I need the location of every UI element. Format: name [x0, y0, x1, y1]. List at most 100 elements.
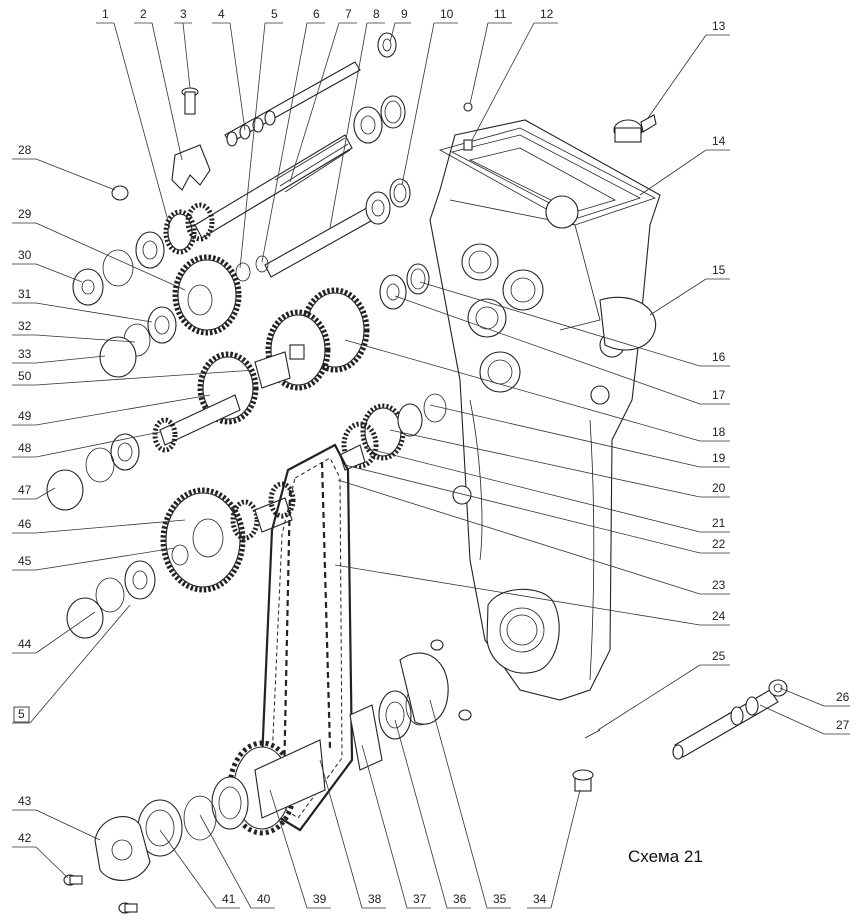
gearbox-housing	[429, 102, 661, 701]
callout-leader-line	[261, 22, 308, 263]
callout-label-c4: 4	[218, 7, 225, 21]
callout-leader-line	[334, 564, 701, 626]
callout-label-c48: 48	[18, 441, 32, 455]
callout-leader-line	[329, 22, 368, 229]
callout-label-c43: 43	[18, 794, 32, 808]
right-small-parts	[572, 679, 788, 792]
callout-leader-line	[35, 355, 106, 364]
callout-label-c1: 1	[102, 7, 109, 21]
diagram-caption: Схема 21	[628, 847, 703, 866]
callout-leader-line	[649, 278, 707, 316]
callout-label-c13: 13	[712, 19, 726, 33]
callout-leader-line	[35, 334, 136, 343]
callout-leader-line	[394, 719, 448, 909]
callout-leader-line	[344, 339, 701, 442]
callout-leader-line	[239, 22, 266, 269]
callout-leader-line	[394, 295, 701, 405]
callout-leader-line	[419, 281, 701, 367]
callout-label-c5: 5	[271, 7, 278, 21]
callout-label-c15: 15	[712, 263, 726, 277]
callout-leader-line	[389, 429, 701, 498]
callout-label-c16: 16	[712, 350, 726, 364]
callout-label-c7: 7	[345, 7, 352, 21]
callout-leader-line	[550, 789, 581, 909]
callout-leader-line	[471, 22, 535, 141]
callout-label-c41: 41	[222, 892, 236, 906]
callout-label-c24: 24	[712, 609, 726, 623]
callout-label-c2: 2	[140, 7, 147, 21]
callout-leader-line	[269, 789, 308, 909]
callout-leader-line	[364, 447, 701, 533]
callout-leader-line	[35, 369, 256, 386]
callout-label-c8: 8	[373, 7, 380, 21]
callout-label-c29: 29	[18, 207, 32, 221]
callout-leader-line	[35, 611, 96, 654]
callout-leader-line	[35, 519, 186, 534]
callout-leader-line	[29, 604, 131, 724]
callout-leader-line	[35, 547, 176, 571]
callout-label-c11: 11	[494, 7, 507, 21]
callout-leader-line	[151, 22, 183, 161]
callout-label-c47: 47	[18, 483, 32, 497]
callout-leader-line	[35, 487, 56, 500]
callout-label-c46: 46	[18, 517, 32, 531]
callout-label-c45: 45	[18, 554, 32, 568]
callout-label-c17: 17	[712, 388, 726, 402]
callout-leader-line	[35, 222, 186, 291]
middle-gear-assembly	[46, 263, 447, 511]
callout-label-c10: 10	[440, 7, 454, 21]
callout-label-c20: 20	[712, 481, 726, 495]
callout-leader-line	[389, 22, 396, 43]
callout-label-c18: 18	[712, 425, 726, 439]
callout-label-c30: 30	[18, 248, 32, 262]
callout-leader-line	[401, 22, 435, 186]
callout-label-c44: 44	[18, 637, 32, 651]
callout-leader-line	[639, 149, 707, 196]
callout-label-c23: 23	[712, 578, 726, 592]
callout-label-c32: 32	[18, 319, 32, 333]
callout-label-c6: 6	[313, 7, 320, 21]
callout-leader-line	[344, 464, 701, 554]
callout-label-c12: 12	[540, 7, 554, 21]
callout-leader-line	[229, 22, 246, 131]
callout-leader-line	[35, 263, 83, 283]
callout-leader-line	[35, 394, 211, 426]
callout-leader-line	[35, 302, 153, 323]
callout-leader-line	[337, 479, 701, 595]
upper-shaft-assembly	[72, 32, 411, 378]
callout-leader-line	[35, 846, 69, 879]
lower-gear-assembly	[66, 481, 296, 639]
callout-label-c38: 38	[368, 892, 382, 906]
callout-label-c36: 36	[453, 892, 467, 906]
callout-leader-line	[35, 809, 101, 841]
callout-leader-line	[199, 814, 252, 909]
callout-leader-line	[289, 22, 340, 183]
callout-leader-line	[647, 34, 707, 119]
callout-label-c34: 34	[533, 892, 547, 906]
callout-label-c28: 28	[18, 143, 32, 157]
callout-leader-line	[182, 22, 191, 89]
sprocket-assembly	[63, 639, 472, 914]
callout-leader-line	[361, 744, 408, 909]
callout-label-c25: 25	[712, 649, 726, 663]
callout-label-c27: 27	[836, 718, 850, 732]
callout-leader-line	[759, 704, 825, 735]
callout-label-c9: 9	[401, 7, 408, 21]
callout-leader-line	[35, 431, 161, 458]
callout-box	[13, 706, 30, 723]
callout-label-c14: 14	[712, 134, 726, 148]
callout-label-c19: 19	[712, 451, 726, 465]
callout-label-c42: 42	[18, 831, 32, 845]
callout-leader-line	[319, 759, 363, 909]
callout-label-c39: 39	[313, 892, 327, 906]
callout-label-c21: 21	[712, 516, 726, 530]
callout-label-c50: 50	[18, 369, 32, 383]
callout-label-c31: 31	[18, 287, 32, 301]
callout-label-c35: 35	[493, 892, 507, 906]
callout-label-c49: 49	[18, 409, 32, 423]
callout-label-c40: 40	[257, 892, 271, 906]
callout-label-c26: 26	[836, 690, 850, 704]
callout-label-c3: 3	[180, 7, 187, 21]
